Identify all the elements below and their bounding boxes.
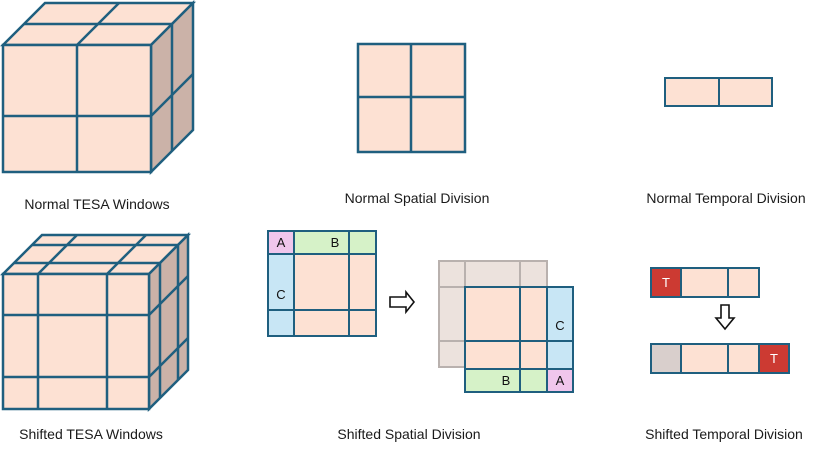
shifted-cube-top-line-2 (106, 234, 147, 275)
temporal-mid-cell-before (680, 267, 729, 298)
label-a-before: A (277, 235, 286, 250)
caption-shifted-spatial: Shifted Spatial Division (337, 426, 480, 442)
caption-normal-tesa: Normal TESA Windows (24, 196, 169, 212)
label-b-before: B (331, 235, 340, 250)
shifted-tesa-cube (0, 231, 192, 413)
region-main-before (293, 253, 377, 337)
temporal-end-cell-before (727, 267, 760, 298)
temporal-t-cell-after (758, 343, 790, 374)
caption-normal-temporal: Normal Temporal Division (646, 190, 805, 206)
shifted-cube-front-face (1, 272, 151, 411)
temporal-gray-cell-after (650, 343, 682, 374)
normal-cube-side-line-2 (150, 73, 194, 117)
normal-tesa-cube (0, 0, 197, 176)
label-a-after: A (556, 373, 565, 388)
temporal-mid-cell-after (680, 343, 729, 374)
label-c-before: C (276, 287, 285, 302)
frame-after (464, 286, 574, 393)
temporal-t-cell-before (650, 267, 682, 298)
shift-down-arrow-icon (714, 304, 736, 331)
label-b-after: B (502, 373, 511, 388)
shifted-spatial-before (267, 230, 377, 337)
normal-temporal-bar (664, 77, 773, 107)
shifted-temporal-after (650, 343, 790, 374)
shifted-spatial-after (438, 260, 574, 393)
shifted-cube-side-line-4 (148, 337, 189, 378)
shifted-temporal-before (650, 267, 760, 298)
region-main-after (464, 286, 548, 370)
label-t-after: T (770, 351, 778, 366)
label-c-after: C (555, 318, 564, 333)
shifted-grid (464, 286, 574, 393)
shift-right-arrow-icon (389, 289, 416, 315)
shifted-cube-side-line-3 (148, 275, 189, 316)
frame-before (267, 230, 377, 337)
caption-shifted-tesa: Shifted TESA Windows (19, 426, 163, 442)
caption-shifted-temporal: Shifted Temporal Division (645, 426, 803, 442)
normal-spatial-grid (356, 42, 467, 154)
shifted-cube-top-line-1 (37, 234, 78, 275)
caption-normal-spatial: Normal Spatial Division (345, 190, 490, 206)
temporal-end-cell-after (727, 343, 760, 374)
label-t-before: T (662, 275, 670, 290)
